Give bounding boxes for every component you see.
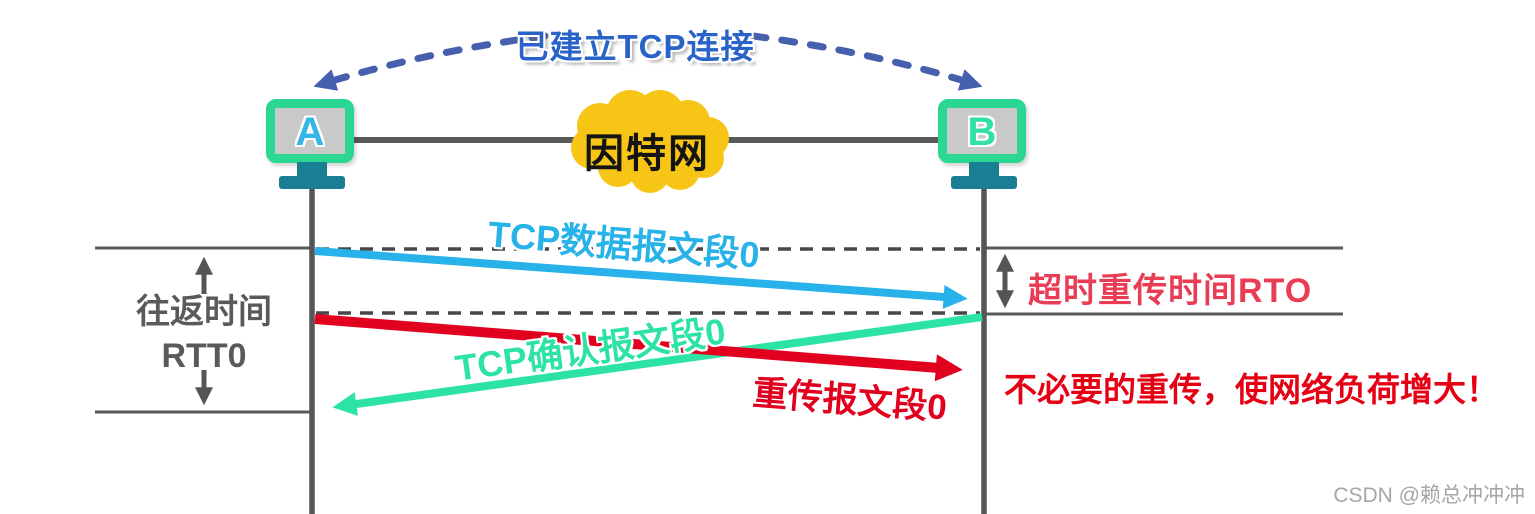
retransmission-arrow xyxy=(314,314,963,382)
internet-label: 因特网 xyxy=(584,132,710,176)
host-b-label: B xyxy=(967,110,997,154)
host-a-base-icon xyxy=(279,176,345,189)
ack-segment-arrow xyxy=(332,313,983,416)
host-b-base-icon xyxy=(951,176,1017,189)
warning-text: 不必要的重传，使网络负荷增大！ xyxy=(1004,371,1499,408)
data-segment-arrow xyxy=(314,247,968,309)
host-a-stand-icon xyxy=(297,162,327,178)
rtt-label: 往返时间 RTT0 xyxy=(104,291,304,378)
rtt-label-line2: RTT0 xyxy=(161,336,247,375)
tcp-connection-arc-left xyxy=(313,32,549,91)
host-a-label: A xyxy=(295,110,325,154)
host-b-stand-icon xyxy=(969,162,999,178)
tcp-connection-banner: 已建立TCP连接 xyxy=(515,28,755,65)
rtt-label-line1: 往返时间 xyxy=(136,293,272,331)
internet-cloud-icon xyxy=(571,90,729,193)
tcp-connection-arc-right xyxy=(749,32,983,91)
watermark: CSDN @赖总冲冲冲 xyxy=(1333,484,1525,507)
host-b-computer-icon: B xyxy=(938,99,1026,163)
host-a-computer-icon: A xyxy=(266,99,354,163)
rto-label: 超时重传时间RTO xyxy=(1028,272,1313,310)
